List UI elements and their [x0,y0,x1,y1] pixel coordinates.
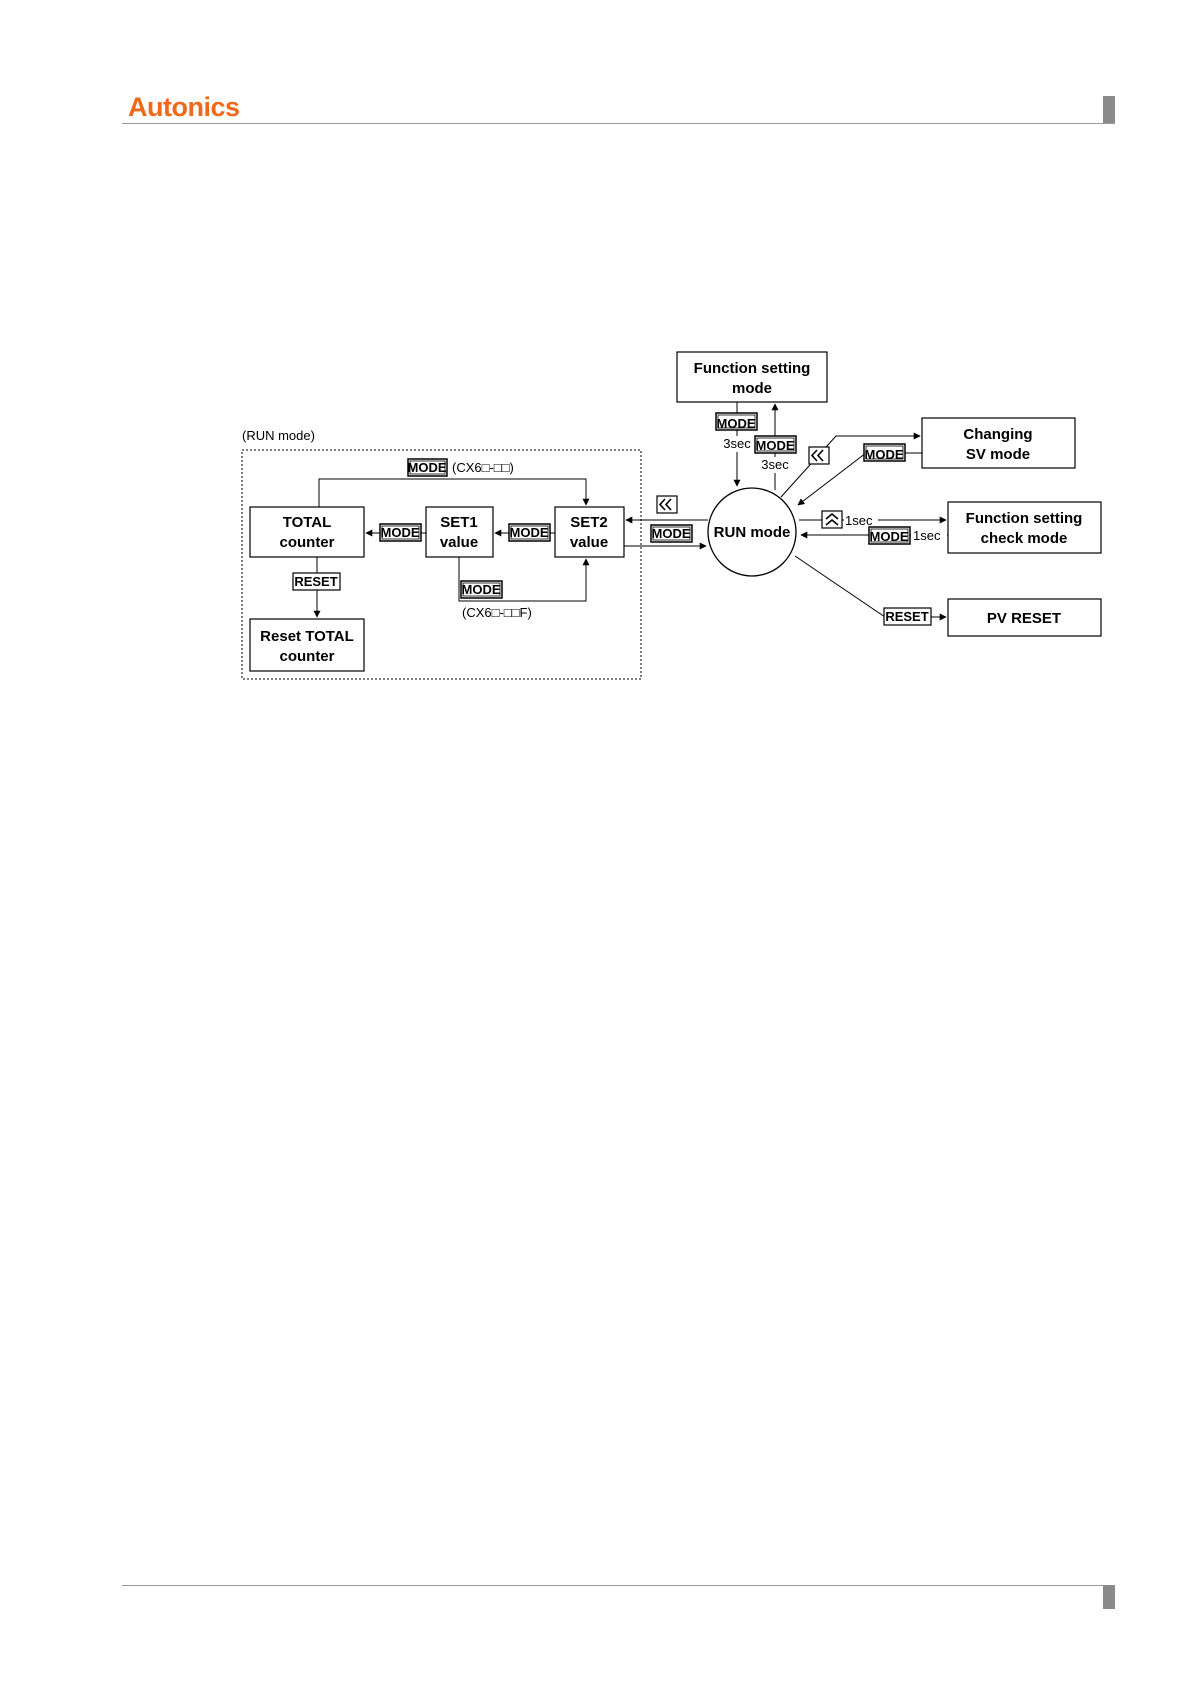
reset-total-line1: Reset TOTAL [260,628,354,645]
reset-key-total: RESET [293,573,340,590]
set1-value-box: SET1 value [426,507,493,557]
svg-text:MODE: MODE [870,529,909,544]
pv-reset-box: PV RESET [948,599,1101,636]
mode-key-check-run: MODE [869,527,910,544]
three-sec-right: 3sec [761,457,789,472]
mode-key-func-run: MODE [716,413,757,431]
mode-key-sv-run: MODE [864,444,905,462]
up-key-run-check [822,511,842,528]
mode-key-top-loop: MODE [408,459,448,476]
mode-key-bottom-loop: MODE [461,581,502,598]
reset-total-counter-box: Reset TOTAL counter [250,619,364,671]
set1-line1: SET1 [440,514,478,531]
set2-line1: SET2 [570,514,608,531]
function-setting-check-mode-box: Function setting check mode [948,502,1101,553]
svg-text:RESET: RESET [294,574,337,589]
svg-text:Function setting: Function setting [966,510,1083,527]
shift-left-key-run-sv [809,447,829,464]
mode-key-set1-total: MODE [380,524,421,541]
mode-key-run-func: MODE [755,436,796,453]
svg-text:RESET: RESET [885,609,928,624]
svg-text:PV RESET: PV RESET [987,610,1061,627]
svg-text:mode: mode [732,380,772,397]
mode-key-set2-run: MODE [651,525,692,542]
top-loop-line [319,479,586,507]
total-counter-box: TOTAL counter [250,507,364,557]
svg-text:MODE: MODE [381,525,420,540]
total-counter-line2: counter [279,534,334,551]
reset-total-line2: counter [279,648,334,665]
run-mode-label: RUN mode [714,524,791,541]
three-sec-left: 3sec [723,436,751,451]
changing-sv-mode-box: Changing SV mode [922,418,1075,468]
run-group-label: (RUN mode) [242,428,315,443]
mode-key-set2-set1: MODE [509,524,550,541]
svg-text:Changing: Changing [963,426,1032,443]
reset-key-pv: RESET [884,608,931,625]
one-sec-up: 1sec [845,513,873,528]
svg-text:SV mode: SV mode [966,446,1030,463]
svg-text:MODE: MODE [756,438,795,453]
set2-value-box: SET2 value [555,507,624,557]
svg-text:MODE: MODE [865,447,904,462]
svg-text:MODE: MODE [652,526,691,541]
set1-line2: value [440,534,478,551]
svg-text:MODE: MODE [462,582,501,597]
model-note-bottom: (CX6□-□□F) [462,605,532,620]
function-setting-mode-box: Function setting mode [677,352,827,402]
svg-text:check mode: check mode [981,530,1068,547]
set2-line2: value [570,534,608,551]
shift-left-key-run-set2 [657,496,677,513]
svg-text:MODE: MODE [717,416,756,431]
model-note-top: (CX6□-□□) [452,460,514,475]
svg-text:MODE: MODE [408,460,447,475]
one-sec-mode: 1sec [913,528,941,543]
svg-text:Function setting: Function setting [694,360,811,377]
total-counter-line1: TOTAL [283,514,332,531]
svg-text:MODE: MODE [510,525,549,540]
